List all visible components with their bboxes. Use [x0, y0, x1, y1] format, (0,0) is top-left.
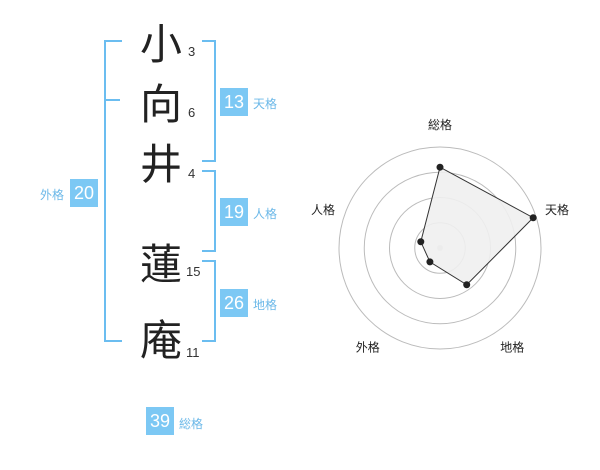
- radar-axis-label-3: 地格: [500, 340, 524, 355]
- radar-axis-label-2: 天格: [545, 202, 569, 217]
- radar-point-1: [436, 163, 444, 171]
- name-char-1: 小: [140, 20, 183, 69]
- stroke-count-1: 3: [188, 44, 196, 59]
- name-char-5: 庵: [140, 316, 183, 365]
- tenkaku-bracket: [202, 40, 216, 162]
- soukaku-value: 39: [146, 407, 174, 435]
- name-char-3: 井: [140, 140, 183, 189]
- gaikaku-bracket: [104, 40, 122, 342]
- jinkaku-label: 人格: [253, 207, 278, 221]
- name-char-4: 蓮: [140, 240, 183, 289]
- radar-point-3: [463, 281, 471, 289]
- radar-axis-label-1: 総格: [428, 117, 452, 132]
- radar-ring: [338, 146, 542, 350]
- stroke-count-4: 15: [186, 264, 201, 279]
- chikaku-bracket: [202, 260, 216, 342]
- gaikaku-label: 外格: [40, 188, 65, 202]
- name-char-2: 向: [140, 80, 183, 129]
- radar-point-4: [426, 258, 434, 266]
- chikaku-label: 地格: [253, 298, 278, 312]
- tenkaku-value: 13: [220, 88, 248, 116]
- soukaku-label: 総格: [179, 417, 204, 431]
- tenkaku-label: 天格: [253, 97, 278, 111]
- radar-axis-label-4: 外格: [356, 340, 380, 355]
- stroke-count-5: 11: [186, 345, 200, 360]
- chikaku-value: 26: [220, 289, 248, 317]
- radar-series-polygon: [420, 166, 534, 286]
- radar-point-2: [529, 214, 537, 222]
- jinkaku-bracket: [202, 170, 216, 252]
- radar-point-5: [417, 238, 425, 246]
- jinkaku-value: 19: [220, 198, 248, 226]
- radar-axis-label-5: 人格: [311, 202, 335, 217]
- stroke-count-2: 6: [188, 105, 196, 120]
- gaikaku-value: 20: [70, 179, 98, 207]
- gaikaku-tick: [104, 99, 120, 101]
- stroke-count-3: 4: [188, 166, 196, 181]
